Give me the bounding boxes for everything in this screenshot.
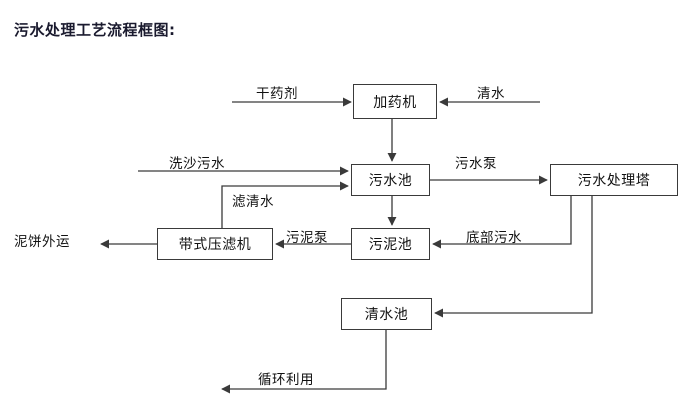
node-label: 污水处理塔 (577, 173, 651, 189)
edge-label-sewage-pump: 污水泵 (455, 156, 497, 172)
node-label: 清水池 (364, 307, 409, 323)
edge-label-clean-water-in: 清水 (477, 86, 505, 102)
node-sludge-pool[interactable]: 污泥池 (351, 228, 430, 260)
node-wastewater-pool[interactable]: 污水池 (351, 164, 430, 196)
edge-label-dry-chemical: 干药剂 (256, 86, 298, 102)
edge-label-sludge-pump: 污泥泵 (286, 230, 328, 246)
node-clean-water-pool[interactable]: 清水池 (341, 298, 432, 330)
node-label: 污水池 (368, 173, 413, 189)
connector-tower-to-sludge-pool (432, 196, 572, 249)
node-belt-filter-press[interactable]: 带式压滤机 (157, 228, 273, 260)
terminal-label-mud-cake-out: 泥饼外运 (14, 234, 70, 250)
connector-tower-to-clean-water-pool (434, 196, 593, 318)
edge-label-bottom-sewage: 底部污水 (466, 230, 522, 246)
node-label: 带式压滤机 (178, 237, 252, 253)
node-label: 加药机 (373, 94, 417, 111)
connector-filtered-water-to-pool (221, 181, 349, 228)
node-treatment-tower[interactable]: 污水处理塔 (550, 164, 678, 196)
edge-label-sand-wash-sewage: 洗沙污水 (169, 156, 225, 172)
edge-label-recycle-use: 循环利用 (258, 372, 314, 388)
connector-clean-water-pool-to-recycle (221, 330, 387, 394)
node-dosing-machine[interactable]: 加药机 (353, 84, 437, 119)
node-label: 污泥池 (368, 237, 413, 253)
page-title: 污水处理工艺流程框图: (14, 21, 176, 39)
edge-label-filtered-water: 滤清水 (232, 194, 274, 210)
